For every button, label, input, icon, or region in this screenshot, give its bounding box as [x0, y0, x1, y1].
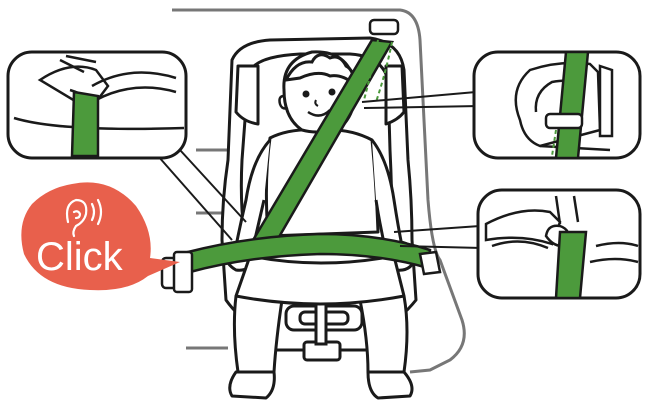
click-callout: Click	[21, 182, 180, 290]
inset-top-left	[8, 52, 186, 158]
inset-bottom-right	[478, 190, 640, 298]
inset-top-right	[474, 52, 640, 158]
click-label: Click	[36, 235, 124, 279]
belt-guide-top	[370, 20, 398, 34]
